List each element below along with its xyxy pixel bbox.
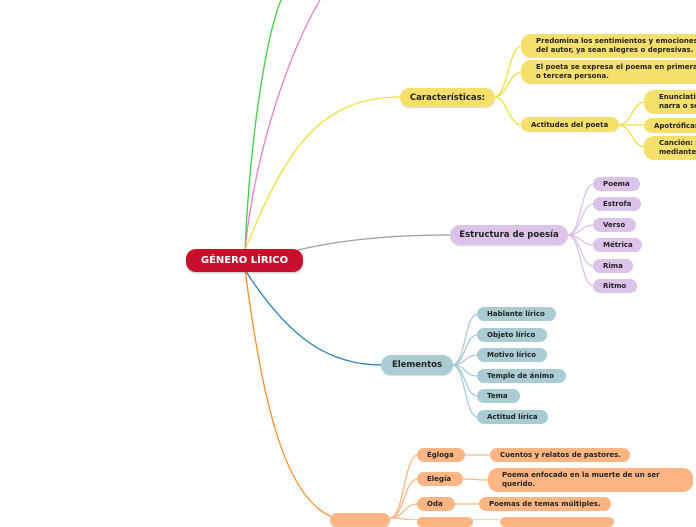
subgenero-elegia[interactable]: Elegía bbox=[417, 472, 463, 486]
elemento-tema[interactable]: Tema bbox=[477, 389, 520, 403]
estructura-item-ritmo[interactable]: Ritmo bbox=[593, 279, 637, 293]
elemento-hablante[interactable]: Hablante lírico bbox=[477, 307, 556, 321]
line-subgeneros bbox=[244, 269, 336, 519]
root-node[interactable]: GÉNERO LÍRICO bbox=[186, 249, 303, 272]
line-green bbox=[244, 0, 282, 251]
subgenero-egloga[interactable]: Égloga bbox=[417, 448, 465, 462]
subgeneros-node[interactable] bbox=[330, 513, 390, 527]
subgenero-oda-desc[interactable]: Poemas de temas múltiples. bbox=[479, 497, 611, 511]
estructura-item-rima[interactable]: Rima bbox=[593, 259, 633, 273]
estructura-item-estrofa[interactable]: Estrofa bbox=[593, 197, 641, 211]
actitud-cancion[interactable]: Canción: se mediante bbox=[644, 136, 696, 160]
subgenero-next[interactable] bbox=[417, 517, 473, 527]
estructura-node[interactable]: Estructura de poesía bbox=[450, 225, 568, 245]
caracteristica-item-1[interactable]: Predomina los sentimientos y emociones d… bbox=[521, 34, 696, 58]
subgenero-egloga-desc[interactable]: Cuentos y relatos de pastores. bbox=[490, 448, 630, 462]
estructura-item-verso[interactable]: Verso bbox=[593, 218, 636, 232]
line-estructura bbox=[297, 234, 451, 251]
line-caracteristicas bbox=[244, 96, 401, 251]
line-pink bbox=[244, 0, 321, 251]
actitudes-node[interactable]: Actitudes del poeta bbox=[521, 117, 619, 132]
estructura-item-metrica[interactable]: Métrica bbox=[593, 238, 642, 252]
actitud-apotroficas[interactable]: Apotróficas: bbox=[644, 118, 696, 133]
estructura-item-poema[interactable]: Poema bbox=[593, 177, 640, 191]
elemento-objeto[interactable]: Objeto lírico bbox=[477, 328, 547, 342]
caracteristica-item-2[interactable]: El poeta se expresa el poema en primera … bbox=[521, 60, 696, 84]
subgenero-next-desc[interactable] bbox=[500, 517, 614, 527]
elemento-temple[interactable]: Temple de ánimo bbox=[477, 369, 566, 383]
elementos-node[interactable]: Elementos bbox=[381, 355, 453, 375]
subgenero-oda[interactable]: Oda bbox=[417, 497, 455, 511]
line-elementos bbox=[244, 269, 383, 366]
subgenero-elegia-desc[interactable]: Poema enfocado en la muerte de un ser qu… bbox=[488, 468, 693, 492]
elemento-motivo[interactable]: Motivo lírico bbox=[477, 348, 547, 362]
caracteristicas-node[interactable]: Características: bbox=[400, 88, 495, 107]
elemento-actitud[interactable]: Actitud lírica bbox=[477, 410, 548, 424]
actitud-enunciativa[interactable]: Enunciativa: narra o se bbox=[644, 90, 696, 114]
